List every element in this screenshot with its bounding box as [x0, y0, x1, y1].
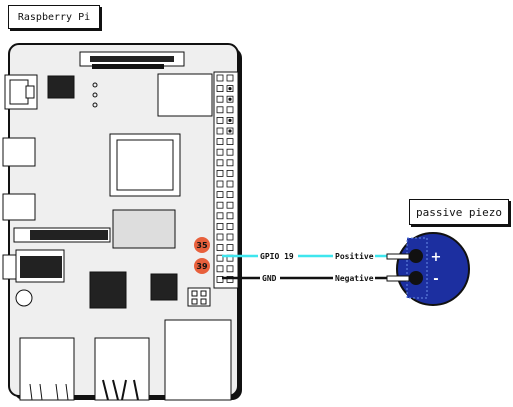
gpio-pin: [226, 148, 234, 156]
pin-35-badge: 35: [194, 237, 210, 253]
ethernet-controller-chip: [150, 273, 178, 301]
gpio-pin: [226, 106, 234, 114]
gpio-pin: [226, 265, 234, 273]
gpio-pin: [226, 201, 234, 209]
gpio-pin: [226, 244, 234, 252]
svg-text:35: 35: [196, 241, 208, 250]
usb-c-port: [4, 74, 38, 110]
gpio-pin: [216, 254, 224, 262]
positive-terminal: [409, 249, 423, 263]
gpio-pin: [216, 180, 224, 188]
gpio-pin: [216, 191, 224, 199]
pin-39-badge: 39: [194, 258, 210, 274]
gpio-pin-dot: [228, 118, 232, 122]
positive-label-bg: [333, 251, 375, 262]
ethernet-port: [164, 319, 232, 401]
gpio-pin: [216, 148, 224, 156]
gpio-pin: [216, 212, 224, 220]
gpio-pin: [216, 106, 224, 114]
passive-piezo-buzzer: + -: [386, 232, 470, 306]
gpio-pin: [216, 222, 224, 230]
gpio-header: [213, 71, 239, 289]
gpio-pin: [226, 275, 234, 283]
gpio-pin: [216, 244, 224, 252]
usb-port-2: [94, 337, 150, 401]
gpio-19-label-bg: [258, 251, 298, 262]
positive-label: Positive: [335, 251, 374, 261]
gpio-pin: [226, 222, 234, 230]
negative-label: Negative: [335, 273, 374, 283]
gpio-pin: [216, 74, 224, 82]
gnd-label: GND: [262, 274, 277, 283]
gpio-pin-dot: [228, 129, 232, 133]
display-connector: [79, 51, 185, 69]
gpio-pin: [226, 138, 234, 146]
gnd-label-bg: [260, 273, 280, 284]
plus-sign: +: [431, 250, 442, 265]
negative-lead: [386, 275, 410, 282]
svg-text:39: 39: [196, 262, 208, 271]
gpio-pin: [216, 265, 224, 273]
micro-hdmi-port-1: [2, 137, 36, 167]
gpio-pin: [226, 212, 234, 220]
gpio-pin: [226, 74, 234, 82]
gpio-pin: [216, 169, 224, 177]
gpio-pin: [216, 233, 224, 241]
gpio-pin: [216, 138, 224, 146]
camera-connector: [13, 227, 111, 243]
gpio-pin: [216, 275, 224, 283]
gpio-pin: [226, 233, 234, 241]
usb-controller-chip: [89, 271, 127, 309]
gpio-pin: [226, 191, 234, 199]
gpio-pin: [226, 159, 234, 167]
positive-lead: [386, 253, 410, 260]
ram-chip: [112, 209, 176, 249]
micro-hdmi-port-2: [2, 193, 36, 221]
gpio-pin: [216, 117, 224, 124]
negative-terminal: [409, 271, 423, 285]
wireless-module: [157, 73, 213, 117]
gpio-pin: [226, 169, 234, 177]
usb-port-1: [19, 337, 75, 401]
negative-label-bg: [333, 273, 375, 284]
led-2: [92, 92, 98, 98]
led-1: [92, 82, 98, 88]
gpio-pin-dot: [228, 97, 232, 101]
gpio-pin: [216, 127, 224, 135]
gpio-pin: [216, 201, 224, 209]
raspberry-pi-label: Raspberry Pi: [8, 5, 100, 29]
gpio-19-label: GPIO 19: [260, 252, 294, 261]
small-chip: [47, 75, 75, 99]
gpio-pin: [216, 85, 224, 92]
gpio-pin: [216, 159, 224, 167]
led-3: [92, 102, 98, 108]
soc-processor: [109, 133, 181, 197]
gpio-pin: [216, 95, 224, 103]
audio-jack: [2, 249, 65, 307]
gpio-pin-dot: [228, 87, 232, 91]
passive-piezo-label: passive piezo: [409, 199, 509, 225]
gpio-pin: [226, 180, 234, 188]
minus-sign: -: [433, 272, 438, 287]
poe-header: [187, 287, 211, 307]
